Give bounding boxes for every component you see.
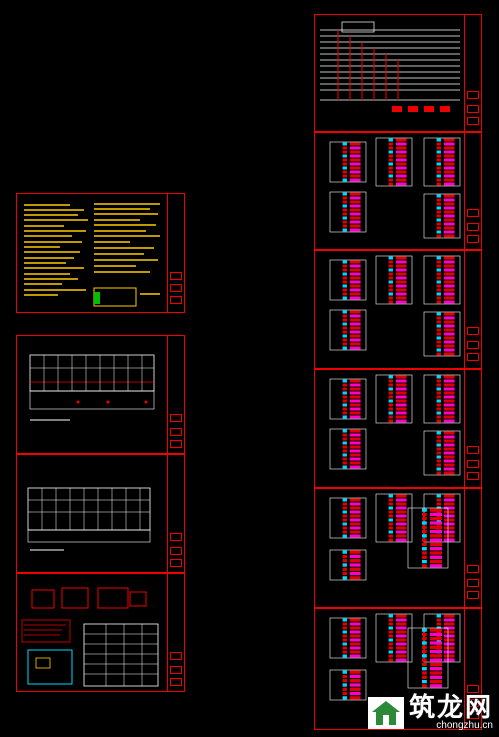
panel-sheet-2[interactable] (314, 250, 482, 369)
riser-sheet[interactable] (314, 14, 482, 132)
title-block (167, 574, 184, 691)
title-block (464, 133, 481, 249)
watermark: 筑龙网 chongzhu.cn (367, 695, 493, 731)
panel-sheet-5[interactable] (314, 608, 482, 730)
panel-sheet-1[interactable] (314, 132, 482, 250)
title-block (464, 370, 481, 487)
title-block (464, 251, 481, 368)
design-notes-text (24, 203, 160, 296)
system-diagram-2-table (27, 487, 151, 551)
system-diagram-1-table (29, 354, 155, 421)
title-block (464, 15, 481, 131)
notes-sheet[interactable] (16, 193, 185, 313)
layout-plan (21, 587, 159, 687)
title-block (464, 489, 481, 607)
system-diagram-2[interactable] (16, 454, 185, 573)
riser-diagram (320, 21, 460, 101)
house-logo-icon (367, 697, 404, 729)
watermark-url: chongzhu.cn (436, 720, 493, 731)
title-block (167, 336, 184, 453)
title-block (167, 455, 184, 572)
panel-sheet-3[interactable] (314, 369, 482, 488)
layout-sheet[interactable] (16, 573, 185, 692)
panel-sheet-4[interactable] (314, 488, 482, 608)
watermark-title: 筑龙网 (408, 693, 493, 723)
system-diagram-1[interactable] (16, 335, 185, 454)
panel-schedule-blocks (329, 137, 461, 701)
title-block (464, 609, 481, 729)
title-block (167, 194, 184, 312)
